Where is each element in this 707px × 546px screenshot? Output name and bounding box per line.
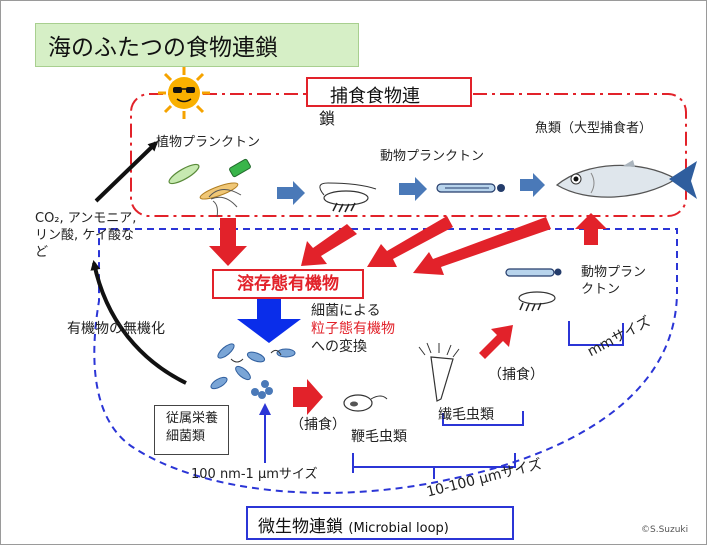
heterotrophic-bacteria-box: 従属栄養 細菌類 (154, 405, 229, 455)
heterotrophic-line-1: 従属栄養 (166, 411, 219, 426)
phytoplankton-icon (168, 158, 251, 218)
copepod-icon (319, 182, 377, 213)
credit: ©S.Suzuki (641, 525, 689, 535)
predation-label-2: （捕食） (488, 367, 544, 383)
dom-arrows (209, 216, 551, 275)
larva-icon (436, 183, 505, 193)
predator-chain-title: 捕食食物連 (306, 77, 472, 107)
fish-label: 魚類（大型捕食者） (535, 121, 653, 136)
zooplankton-label: 動物プランクトン (380, 149, 485, 164)
nutrients-label-2: リン酸, ケイ酸な (35, 228, 135, 243)
microbial-loop-title: 微生物連鎖 (Microbial loop) (246, 506, 514, 540)
chain-arrows (277, 173, 545, 205)
microbial-loop-frame (93, 228, 678, 494)
nutrients-label-1: CO₂, アンモニア, (35, 211, 137, 226)
flagellate-icon (343, 394, 388, 412)
heterotrophic-line-2: 細菌類 (166, 429, 206, 444)
bacteria-conversion-2: 粒子態有機物 (311, 321, 395, 337)
predator-chain-frame (130, 93, 687, 217)
zooplankton-2-icon (505, 268, 562, 312)
dom-label: 溶存態有機物 (212, 269, 364, 299)
ciliates-label: 繊毛虫類 (438, 407, 494, 423)
page-title: 海のふたつの食物連鎖 (35, 23, 359, 67)
predator-chain-title-2: 鎖 (319, 109, 336, 128)
ciliate-icon (418, 342, 460, 402)
nutrient-arrows (90, 140, 187, 385)
bacteria-icon (210, 343, 296, 399)
microbial-title-en: (Microbial loop) (348, 521, 449, 536)
predation-arrow-2 (479, 325, 513, 359)
nutrients-label-3: ど (35, 245, 49, 260)
bacteria-conversion-3: への変換 (311, 339, 367, 355)
predation-arrow-1 (293, 379, 323, 415)
to-fish-arrow (575, 213, 607, 245)
flagellates-label: 鞭毛虫類 (351, 429, 407, 445)
bacteria-conversion-1: 細菌による (311, 303, 381, 319)
fish-icon (555, 160, 697, 199)
bracket-mm (568, 321, 624, 346)
mineralization-label: 有機物の無機化 (67, 321, 165, 337)
predation-label-1: （捕食） (290, 417, 346, 433)
zooplankton-2-label-1: 動物プラン (581, 265, 647, 280)
sun-icon (158, 67, 210, 119)
microbial-title-jp: 微生物連鎖 (258, 517, 343, 537)
size-100nm-label: 100 nm-1 µmサイズ (191, 467, 318, 482)
conversion-arrow (237, 299, 301, 343)
phytoplankton-label: 植物プランクトン (156, 135, 261, 150)
bracket-10-100 (352, 453, 516, 468)
zooplankton-2-label-2: クトン (581, 282, 621, 297)
